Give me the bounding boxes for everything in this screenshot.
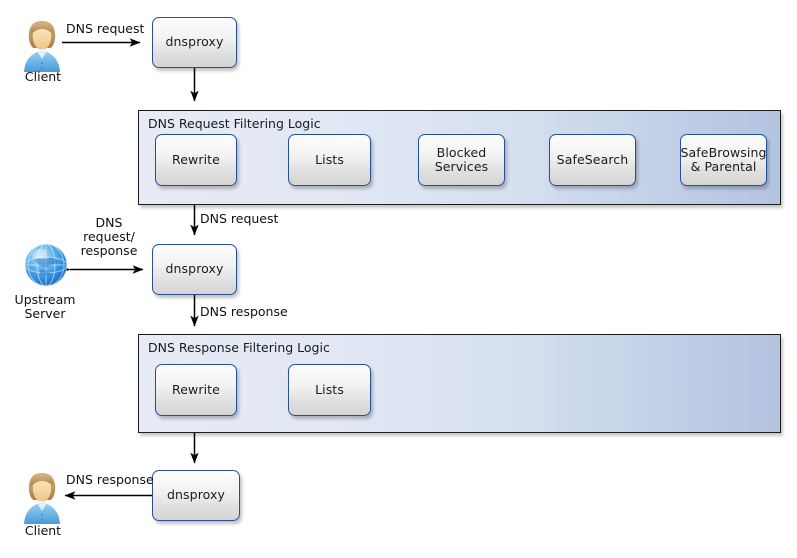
node-dnsproxy-top[interactable]: dnsproxy	[152, 17, 237, 68]
node-req-blocked-services-label: Blocked Services	[434, 144, 489, 174]
node-resp-lists[interactable]: Lists	[288, 364, 371, 416]
edge-label-dns-response-bottom: DNS response	[66, 472, 154, 487]
node-req-safebrowsing-parental-label: SafeBrowsing & Parental	[680, 144, 767, 174]
edge-label-dns-request-top: DNS request	[66, 21, 145, 36]
node-dnsproxy-middle[interactable]: dnsproxy	[152, 244, 237, 295]
node-req-safebrowsing-parental[interactable]: SafeBrowsing & Parental	[680, 134, 767, 186]
globe-icon	[24, 243, 68, 287]
actor-label-client-bottom: Client	[24, 523, 62, 538]
group-response-filtering: DNS Response Filtering Logic	[138, 334, 781, 433]
actor-label-client-top: Client	[24, 69, 62, 84]
user-icon	[24, 473, 60, 524]
actor-label-upstream-server: Upstream Server	[14, 292, 76, 321]
group-title-response-filtering: DNS Response Filtering Logic	[148, 340, 330, 355]
edge-label-dns-request-response: DNS request/ response	[80, 215, 138, 258]
edge-label-dns-response-middle: DNS response	[200, 304, 288, 319]
node-req-lists[interactable]: Lists	[288, 134, 371, 186]
edge-label-dns-request-middle: DNS request	[200, 211, 279, 226]
node-dnsproxy-bottom[interactable]: dnsproxy	[152, 470, 240, 521]
group-title-request-filtering: DNS Request Filtering Logic	[148, 116, 321, 131]
node-req-rewrite[interactable]: Rewrite	[155, 134, 237, 186]
node-req-blocked-services[interactable]: Blocked Services	[418, 134, 505, 186]
node-resp-rewrite[interactable]: Rewrite	[155, 364, 237, 416]
user-icon	[24, 21, 60, 72]
node-req-safesearch[interactable]: SafeSearch	[549, 134, 636, 186]
